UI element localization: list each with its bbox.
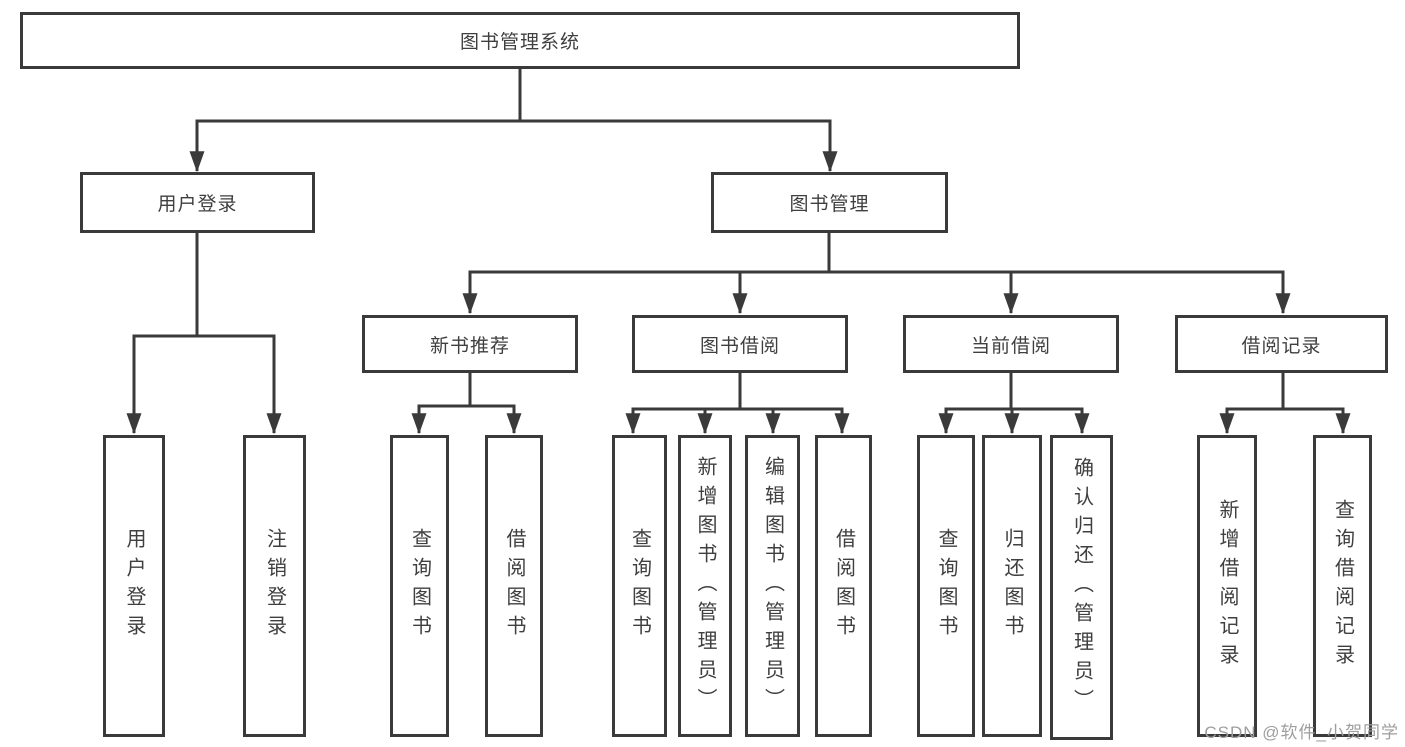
node-book-management: 图书管理 bbox=[711, 172, 948, 233]
node-leaf-add-borrow-record: 新增借阅记录 bbox=[1197, 435, 1257, 737]
node-leaf-user-login: 用户登录 bbox=[103, 435, 165, 737]
node-label: 借阅图书 bbox=[503, 528, 525, 644]
node-leaf-return-book: 归还图书 bbox=[982, 435, 1042, 737]
node-label: 图书管理 bbox=[789, 194, 870, 215]
branch-root-children bbox=[189, 119, 838, 173]
node-label: 归还图书 bbox=[1001, 528, 1023, 644]
node-leaf-borrow-books-recommend: 借阅图书 bbox=[485, 435, 543, 737]
node-label: 编辑图书（管理员） bbox=[761, 455, 784, 717]
node-label: 新增借阅记录 bbox=[1216, 499, 1238, 673]
node-label: 图书借阅 bbox=[699, 335, 780, 357]
node-leaf-query-books-borrow: 查询图书 bbox=[612, 435, 667, 737]
node-borrow-records: 借阅记录 bbox=[1175, 315, 1388, 373]
node-label: 新书推荐 bbox=[429, 335, 510, 357]
node-leaf-query-books-current: 查询图书 bbox=[917, 435, 975, 737]
node-label: 新增图书（管理员） bbox=[694, 455, 716, 717]
branch-book-management-children bbox=[462, 270, 1291, 315]
node-label: 查询图书 bbox=[408, 528, 431, 644]
node-label: 查询借阅记录 bbox=[1331, 499, 1354, 673]
branch-borrow-records-children bbox=[1219, 407, 1351, 435]
node-label: 图书管理系统 bbox=[459, 32, 580, 53]
node-label: 用户登录 bbox=[157, 194, 238, 215]
node-label: 用户登录 bbox=[123, 528, 145, 644]
node-current-borrow: 当前借阅 bbox=[903, 315, 1119, 373]
node-new-book-recommend: 新书推荐 bbox=[362, 315, 578, 373]
node-label: 查询图书 bbox=[628, 528, 651, 644]
branch-user-login-children bbox=[126, 334, 282, 435]
node-label: 借阅图书 bbox=[832, 528, 855, 644]
csdn-watermark: CSDN @软件_小贺同学 bbox=[1204, 723, 1399, 742]
node-label: 注销登录 bbox=[263, 528, 286, 644]
branch-book-borrow-children bbox=[625, 407, 850, 435]
node-leaf-query-books-recommend: 查询图书 bbox=[390, 435, 449, 737]
node-leaf-add-book-admin: 新增图书（管理员） bbox=[678, 435, 732, 737]
node-user-login: 用户登录 bbox=[80, 172, 315, 233]
node-label: 查询图书 bbox=[935, 528, 957, 644]
node-book-borrow: 图书借阅 bbox=[632, 315, 848, 373]
node-library-management-system: 图书管理系统 bbox=[20, 12, 1020, 69]
branch-current-borrow-children bbox=[938, 407, 1090, 435]
node-label: 确认归还（管理员） bbox=[1070, 457, 1093, 718]
node-leaf-confirm-return-admin: 确认归还（管理员） bbox=[1050, 435, 1113, 740]
node-leaf-query-borrow-record: 查询借阅记录 bbox=[1313, 435, 1372, 737]
branch-new-book-recommend-children bbox=[411, 404, 522, 435]
node-leaf-edit-book-admin: 编辑图书（管理员） bbox=[745, 435, 800, 737]
node-label: 当前借阅 bbox=[970, 335, 1051, 357]
node-leaf-borrow-books: 借阅图书 bbox=[815, 435, 872, 737]
node-leaf-logout: 注销登录 bbox=[243, 435, 306, 737]
node-label: 借阅记录 bbox=[1241, 335, 1322, 357]
